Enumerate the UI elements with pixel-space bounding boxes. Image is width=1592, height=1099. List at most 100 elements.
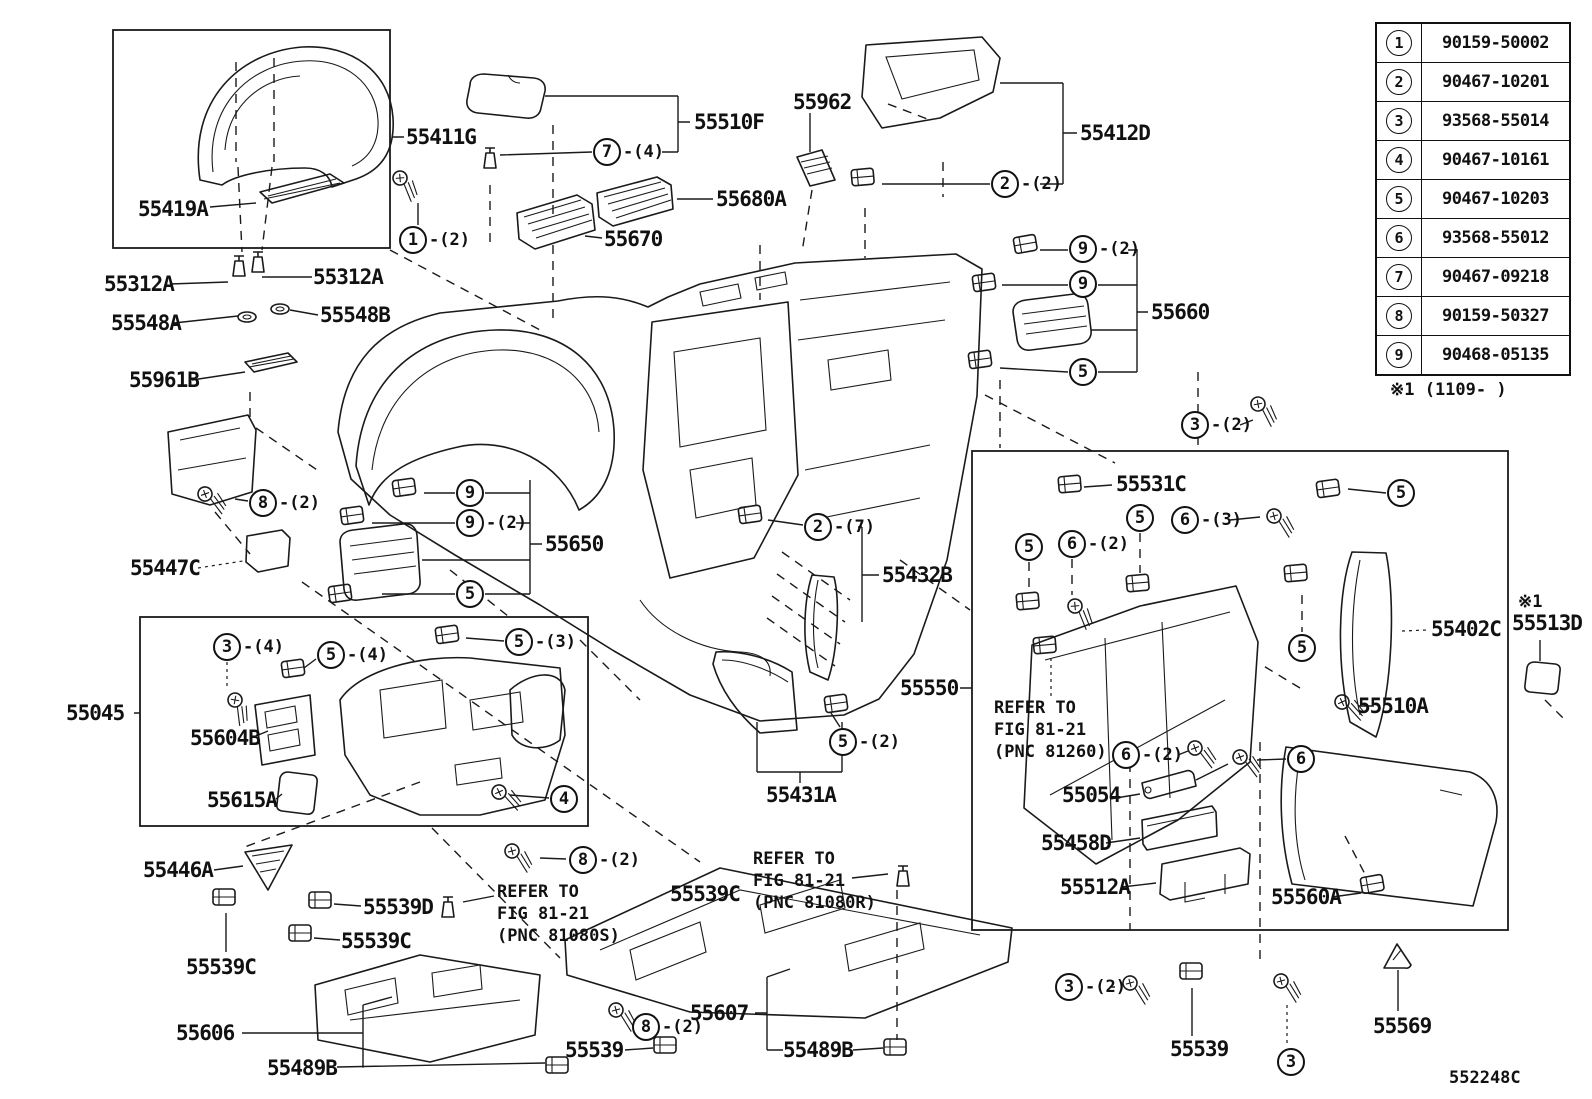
callout-7: 7-(4) — [593, 138, 664, 166]
row-index-badge: 9 — [1386, 342, 1412, 368]
part-label-55539D: 55539D — [363, 895, 434, 919]
part-number: 90467-10161 — [1441, 150, 1550, 170]
callout-9-4: 9-(2) — [456, 509, 527, 537]
part-label-55539-2: 55539 — [1170, 1037, 1229, 1061]
part-number: 90159-50002 — [1441, 33, 1550, 53]
part-label-55054: 55054 — [1062, 783, 1121, 807]
callout-1: 1-(2) — [399, 226, 470, 254]
part-number: 93568-55014 — [1441, 111, 1550, 131]
table-row: 5 90467-10203 — [1377, 180, 1569, 219]
asterisk-date-note: ※1 (1109- ) — [1390, 380, 1507, 400]
part-label-55312A-2: 55312A — [313, 265, 384, 289]
callout-6-2: 6-(3) — [1171, 506, 1242, 534]
callout-5-6: 5 — [1015, 533, 1045, 561]
callout-5-2: 5 — [456, 580, 486, 608]
figure-code: 552248C — [1449, 1068, 1521, 1088]
part-label-55604B: 55604B — [190, 726, 261, 750]
part-label-55531C: 55531C — [1116, 472, 1187, 496]
part-label-55431A: 55431A — [766, 783, 837, 807]
part-label-55513D: 55513D — [1512, 611, 1583, 635]
callout-5-5: 5-(3) — [505, 628, 576, 656]
part-number: 90468-05135 — [1441, 345, 1550, 365]
callout-5-4: 5-(4) — [317, 641, 388, 669]
part-label-55045: 55045 — [66, 701, 125, 725]
row-index-badge: 7 — [1386, 264, 1412, 290]
part-number: 93568-55012 — [1441, 228, 1550, 248]
part-label-55512A: 55512A — [1060, 875, 1131, 899]
table-row: 6 93568-55012 — [1377, 219, 1569, 258]
callout-9-3: 9 — [456, 479, 486, 507]
callout-8: 8-(2) — [249, 489, 320, 517]
part-label-55548B: 55548B — [320, 303, 391, 327]
table-row: 8 90159-50327 — [1377, 297, 1569, 336]
part-label-55550: 55550 — [900, 676, 959, 700]
callout-6-4: 6 — [1287, 745, 1317, 773]
row-index-badge: 2 — [1386, 69, 1412, 95]
callout-4: 4 — [550, 785, 580, 813]
part-label-55962: 55962 — [793, 90, 852, 114]
callout-9-2: 9 — [1069, 270, 1099, 298]
callout-3-2: 3-(2) — [1181, 411, 1252, 439]
part-label-55650: 55650 — [545, 532, 604, 556]
part-number: 90159-50327 — [1441, 306, 1550, 326]
part-label-55961B: 55961B — [129, 368, 200, 392]
part-label-55615A: 55615A — [207, 788, 278, 812]
part-label-55510F: 55510F — [694, 110, 765, 134]
fastener-reference-table: 1 90159-50002 2 90467-10201 3 93568-55014 4… — [1375, 22, 1571, 376]
part-label-55539C: 55539C — [186, 955, 257, 979]
part-label-55548A: 55548A — [111, 311, 182, 335]
row-index-badge: 4 — [1386, 147, 1412, 173]
callout-6: 6-(2) — [1058, 530, 1129, 558]
row-index-badge: 6 — [1386, 225, 1412, 251]
row-index-badge: 3 — [1386, 108, 1412, 134]
part-label-55510A: 55510A — [1358, 694, 1429, 718]
part-label-55489B: 55489B — [267, 1056, 338, 1080]
part-label-55419A: 55419A — [138, 197, 209, 221]
part-label-55539: 55539 — [565, 1038, 624, 1062]
part-label-55560A: 55560A — [1271, 885, 1342, 909]
part-label-55607: 55607 — [690, 1001, 749, 1025]
callout-5: 5 — [1069, 358, 1099, 386]
part-label-55458D: 55458D — [1041, 831, 1112, 855]
callout-3-4: 3 — [1277, 1048, 1307, 1076]
callout-5-7: 5 — [1126, 504, 1156, 532]
callout-2-2: 2-(7) — [804, 513, 875, 541]
part-label-55489B-2: 55489B — [783, 1038, 854, 1062]
callout-5-9: 5 — [1288, 634, 1318, 662]
part-label-55569: 55569 — [1373, 1014, 1432, 1038]
part-label-55660: 55660 — [1151, 300, 1210, 324]
part-label-55539C-2: 55539C — [341, 929, 412, 953]
callout-8-2: 8-(2) — [569, 846, 640, 874]
part-label-55606: 55606 — [176, 1021, 235, 1045]
part-label-55670: 55670 — [604, 227, 663, 251]
callout-3-3: 3-(2) — [1055, 973, 1126, 1001]
part-label-55402C: 55402C — [1431, 617, 1502, 641]
part-label-55447C: 55447C — [130, 556, 201, 580]
table-row: 4 90467-10161 — [1377, 141, 1569, 180]
row-index-badge: 1 — [1386, 30, 1412, 56]
table-row: 9 90468-05135 — [1377, 336, 1569, 374]
asterisk1-marker: ※1 — [1518, 592, 1543, 612]
callout-5-3: 5-(2) — [829, 728, 900, 756]
row-index-badge: 5 — [1386, 186, 1412, 212]
callout-9: 9-(2) — [1069, 235, 1140, 263]
part-number: 90467-10201 — [1441, 72, 1550, 92]
part-label-55411G: 55411G — [406, 125, 477, 149]
row-index-badge: 8 — [1386, 303, 1412, 329]
table-row: 2 90467-10201 — [1377, 63, 1569, 102]
callout-2: 2-(2) — [991, 170, 1062, 198]
callout-8-3: 8-(2) — [632, 1013, 703, 1041]
part-label-55312A: 55312A — [104, 272, 175, 296]
callout-3: 3-(4) — [213, 633, 284, 661]
table-row: 1 90159-50002 — [1377, 24, 1569, 63]
part-label-55446A: 55446A — [143, 858, 214, 882]
callout-6-3: 6-(2) — [1112, 741, 1183, 769]
part-label-55539C-3: 55539C — [670, 882, 741, 906]
part-number: 90467-10203 — [1441, 189, 1550, 209]
